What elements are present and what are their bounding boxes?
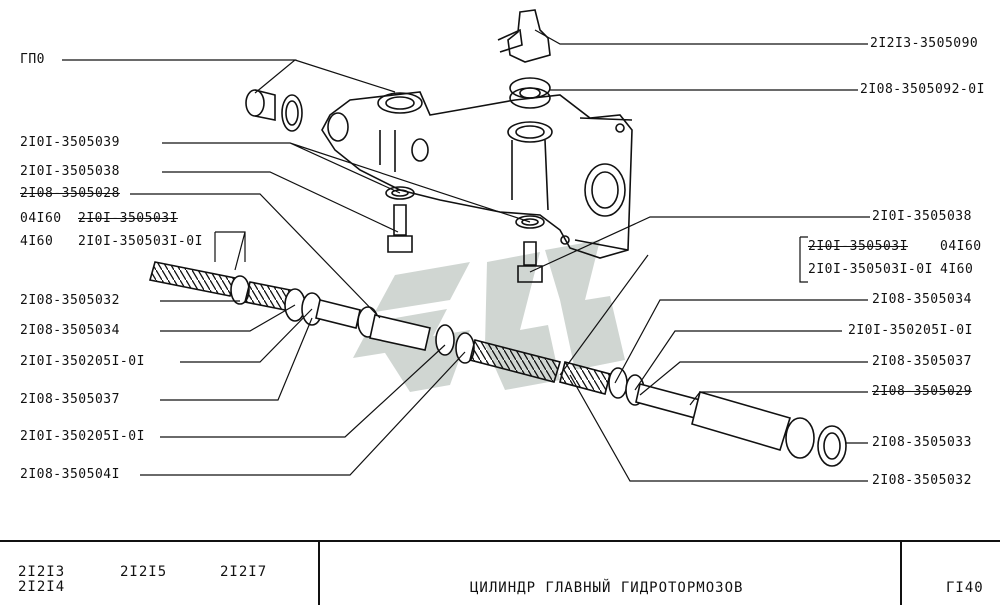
callout-left-5a: 4I60 [20,234,54,249]
callout-left-4a: 04I60 [20,211,62,226]
plug-fitting [245,89,303,132]
model-2i2i4: 2I2I4 [18,579,66,595]
callout-left-9: 2I08-3505037 [20,392,120,407]
sheet-code-cell [900,542,1000,605]
leader-lines [62,29,870,482]
callout-left-11: 2I08-350504I [20,467,120,482]
callout-left-6: 2I08-3505032 [20,293,120,308]
callout-left-4b-struck: 2I0I-350503I [78,211,178,226]
callout-left-10: 2I0I-350205I-0I [20,429,145,444]
reservoir-fitting [497,9,551,109]
callout-right-9-struck: 2I08-3505029 [872,384,972,399]
title-cell [318,542,902,605]
callout-gp0: ГП0 [20,52,45,67]
model-2i2i3: 2I2I3 [18,564,66,580]
callout-left-8: 2I0I-350205I-0I [20,354,145,369]
callout-right-8: 2I08-3505037 [872,354,972,369]
master-cylinder-exploded-view [62,9,870,482]
callout-right-2: 2I08-3505092-0I [860,82,985,97]
title-block: 2I2I3 2I2I5 2I2I7 2I2I4 ЦИЛИНДР ГЛАВНЫЙ … [0,540,1000,605]
callout-right-1: 2I2I3-3505090 [870,36,979,51]
callout-right-3: 2I0I-3505038 [872,209,972,224]
sheet-code: ГI40 [946,580,984,596]
callout-left-1: 2I0I-3505039 [20,135,120,150]
piston-assembly [148,261,847,467]
callout-right-4b: 04I60 [940,239,982,254]
stop-screws [385,186,545,283]
model-2i2i7: 2I2I7 [220,564,268,580]
drawing-title: ЦИЛИНДР ГЛАВНЫЙ ГИДРОТОРМОЗОВ [470,580,744,596]
callout-left-7: 2I08-3505034 [20,323,120,338]
callout-left-3-struck: 2I08-3505028 [20,186,120,201]
callout-right-6: 2I08-3505034 [872,292,972,307]
callout-right-7: 2I0I-350205I-0I [848,323,973,338]
callout-right-10: 2I08-3505033 [872,435,972,450]
cylinder-body [321,91,633,259]
callout-right-11: 2I08-3505032 [872,473,972,488]
callout-left-2: 2I0I-3505038 [20,164,120,179]
model-2i2i5: 2I2I5 [120,564,168,580]
callout-left-5b: 2I0I-350503I-0I [78,234,203,249]
callout-right-5a: 2I0I-350503I-0I [808,262,933,277]
callout-right-5b: 4I60 [940,262,974,277]
callout-right-4a-struck: 2I0I-350503I [808,239,908,254]
